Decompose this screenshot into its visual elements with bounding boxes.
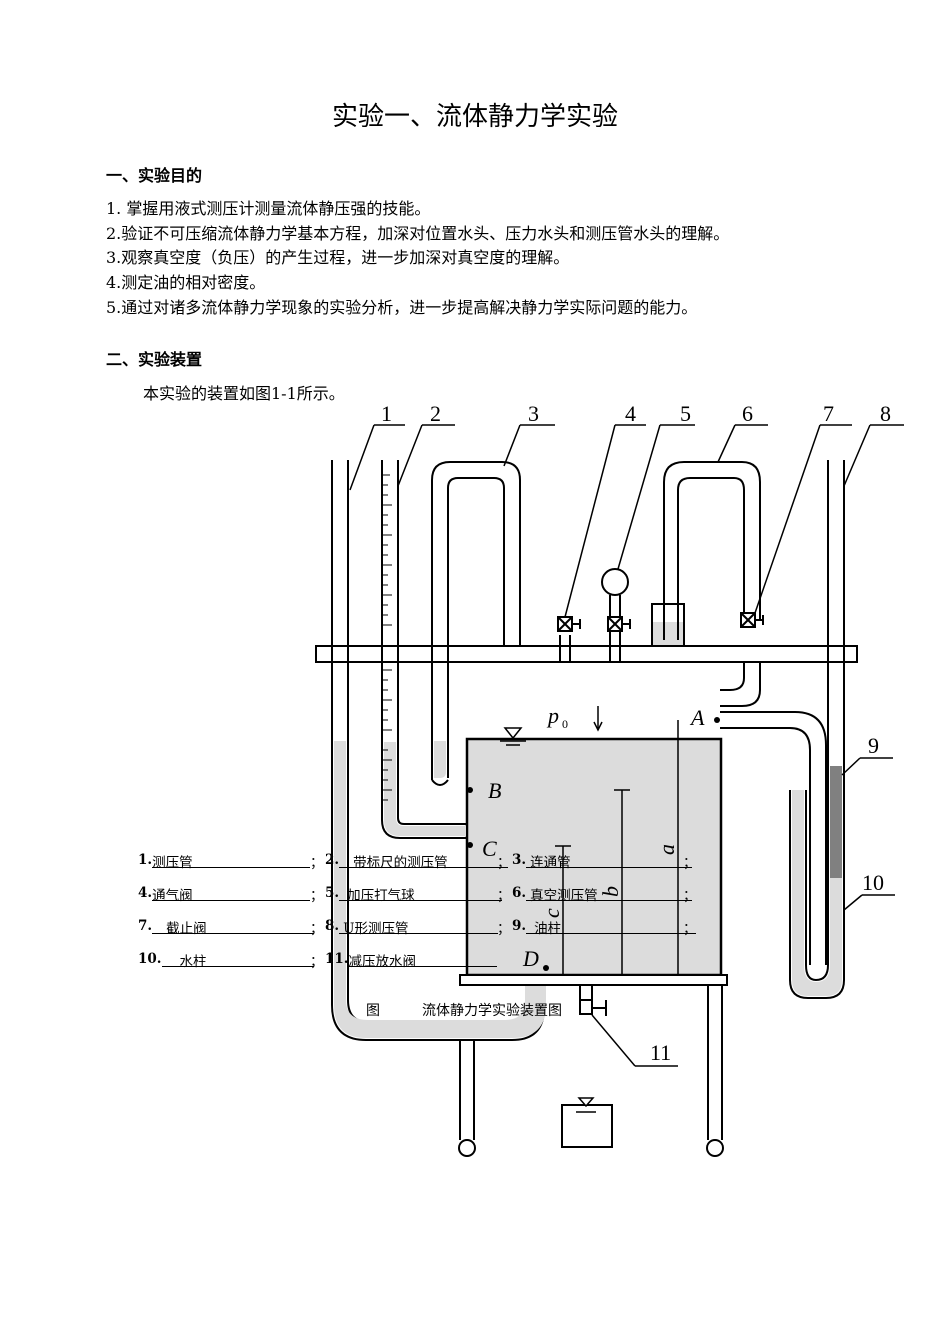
legend-num: 11. <box>325 951 349 967</box>
legend-num: 6. <box>512 885 527 901</box>
legend-text: 连通管 <box>526 851 693 871</box>
legend-text: 真空测压管 <box>526 884 693 904</box>
free-surface-symbol <box>500 727 596 1113</box>
legend-sep: ； <box>497 855 511 871</box>
section-heading-apparatus: 二、实验装置 <box>106 350 203 369</box>
dim-c: c <box>539 908 564 918</box>
tube-3 <box>431 461 521 786</box>
label-B: B <box>488 778 501 803</box>
label-6: 6 <box>742 401 753 426</box>
label-p0: p <box>546 703 559 728</box>
objective-item: 5.通过对诸多流体静力学现象的实验分析，进一步提高解决静力学实际问题的能力。 <box>106 298 698 317</box>
label-D: D <box>522 946 539 971</box>
legend-sep: ； <box>310 921 324 937</box>
legend-num: 3. <box>512 852 527 868</box>
legend-num: 2. <box>325 852 340 868</box>
drain-valve-11 <box>579 985 607 1016</box>
point-A-dot <box>714 717 720 723</box>
legend-sep: ； <box>683 921 697 937</box>
legend-num: 10. <box>138 951 162 967</box>
scale-ticks <box>382 474 392 801</box>
objective-item: 1. 掌握用液式测压计测量流体静压强的技能。 <box>106 199 431 218</box>
legend-sep: ； <box>683 888 697 904</box>
stand-legs <box>458 974 728 1157</box>
leader-lines <box>349 424 904 1067</box>
tube-2-with-scale <box>381 460 467 839</box>
figure-caption-prefix: 图 <box>366 1003 380 1019</box>
objective-item: 3.观察真空度（负压）的产生过程，进一步加深对真空度的理解。 <box>106 248 570 267</box>
legend-num: 8. <box>325 918 340 934</box>
legend-num: 5. <box>325 885 340 901</box>
section-heading-purpose: 一、实验目的 <box>106 166 203 185</box>
label-7: 7 <box>823 401 834 426</box>
objective-item: 4.测定油的相对密度。 <box>106 273 266 292</box>
legend-text: 水柱 <box>161 950 314 970</box>
valve-4 <box>557 616 581 662</box>
legend-text: 油柱 <box>526 917 697 937</box>
dim-a: a <box>654 844 679 855</box>
legend-sep: ； <box>497 921 511 937</box>
label-4: 4 <box>625 401 636 426</box>
u-tube-8 <box>789 460 845 999</box>
point-D-dot <box>543 965 549 971</box>
label-C: C <box>482 836 497 861</box>
label-11: 11 <box>650 1040 671 1065</box>
label-9: 9 <box>868 733 879 758</box>
legend-text: 减压放水阀 <box>348 950 497 970</box>
label-8: 8 <box>880 401 891 426</box>
legend-text: 带标尺的测压管 <box>339 851 509 871</box>
legend-num: 4. <box>138 885 153 901</box>
legend-text: 加压打气球 <box>339 884 503 904</box>
legend-sep: ； <box>310 954 324 970</box>
legend-text: 测压管 <box>152 851 311 871</box>
legend-num: 7. <box>138 918 153 934</box>
label-p0-subscript: 0 <box>562 717 568 731</box>
label-5: 5 <box>680 401 691 426</box>
objective-item: 2.验证不可压缩流体静力学基本方程，加深对位置水头、压力水头和测压管水头的理解。 <box>106 224 730 243</box>
legend-sep: ； <box>497 888 511 904</box>
legend-text: U形测压管 <box>339 917 499 937</box>
pressure-bulb-5 <box>601 568 631 662</box>
dim-b: b <box>598 886 623 897</box>
legend-num: 1. <box>138 852 153 868</box>
legend-sep: ； <box>683 855 697 871</box>
label-3: 3 <box>528 401 539 426</box>
page-title: 实验一、流体静力学实验 <box>331 102 618 132</box>
point-B-dot <box>467 787 473 793</box>
tube-1 <box>331 460 546 1041</box>
legend-sep: ； <box>310 888 324 904</box>
tube-6 <box>651 461 764 647</box>
label-1: 1 <box>381 401 392 426</box>
figure-caption: 流体静力学实验装置图 <box>422 1003 562 1019</box>
tube-to-A <box>720 662 827 965</box>
legend-num: 9. <box>512 918 527 934</box>
point-C-dot <box>467 842 473 848</box>
apparatus-intro: 本实验的装置如图1-1所示。 <box>143 384 345 403</box>
label-A: A <box>689 705 705 730</box>
legend-text: 截止阀 <box>152 917 315 937</box>
legend-sep: ； <box>310 855 324 871</box>
label-2: 2 <box>430 401 441 426</box>
legend-text: 通气阀 <box>152 884 311 904</box>
label-10: 10 <box>862 870 884 895</box>
